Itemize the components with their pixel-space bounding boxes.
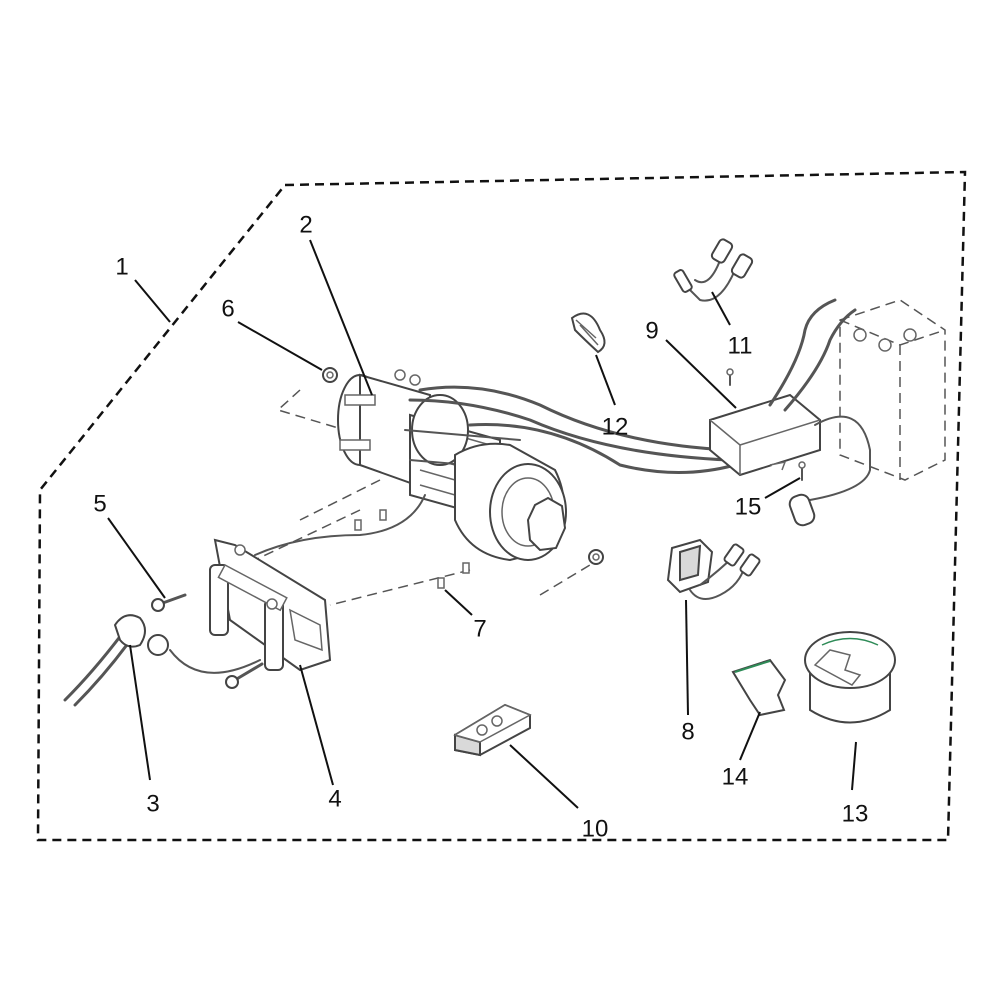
leader-14 [739,711,761,761]
power-cable-a [418,385,732,452]
callout-11: 11 [728,332,753,359]
callout-1: 1 [115,253,128,280]
callout-8: 8 [681,718,694,745]
leader-6 [237,321,323,371]
power-cable-c [468,423,737,474]
harness-plug [673,238,754,302]
roller-fairlead [209,538,332,672]
holder-cup [804,631,896,724]
remote-control [453,703,532,757]
bolts-5 [151,593,264,689]
callout-10: 10 [582,815,609,842]
callout-7: 7 [473,615,486,642]
control-cable [809,415,871,501]
nut-6 [322,367,338,383]
leader-4 [299,664,334,786]
fairlead-cable [254,494,426,556]
leader-2 [309,239,373,396]
battery [839,299,946,481]
screw-15 [798,461,806,481]
leader-1 [134,279,171,323]
callout-13: 13 [842,800,869,827]
leader-10 [509,744,579,809]
cable-hook [63,614,261,707]
leader-9 [665,339,737,409]
callout-6: 6 [221,295,234,322]
callout-5: 5 [93,490,106,517]
mount-bracket [731,658,787,717]
callout-4: 4 [328,785,341,812]
callout-3: 3 [146,790,159,817]
leader-3 [129,644,151,781]
leader-8 [685,599,689,716]
callout-14: 14 [722,763,749,790]
leader-5 [107,517,166,599]
battery-cable-a [768,298,837,407]
contactor [709,393,821,477]
terminal-boot [788,493,816,527]
power-cable-b [408,398,732,462]
kit-boundary [36,170,967,842]
bolts-7 [354,509,470,589]
screw-upper [726,368,734,386]
winch-assembly [337,369,567,562]
rocker-switch [666,538,761,600]
callout-15: 15 [735,493,762,520]
leader-7 [444,589,473,616]
leader-11 [711,291,731,326]
cable-tie [570,312,606,354]
leader-15 [764,477,801,499]
leader-12 [595,354,616,406]
mount-plane-guide [276,389,346,431]
leader-13 [851,741,857,791]
callout-12: 12 [602,413,629,440]
nut-6-lower [588,549,604,565]
callout-9: 9 [645,317,658,344]
callout-2: 2 [299,211,312,238]
